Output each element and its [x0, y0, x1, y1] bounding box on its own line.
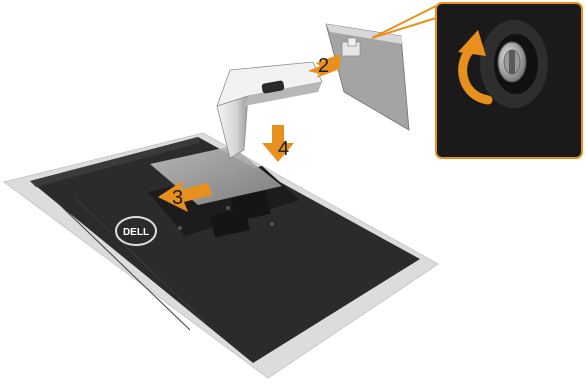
- screw-icon: [498, 42, 526, 82]
- step-3-label: 3: [172, 187, 183, 209]
- step-4-label: 4: [278, 138, 289, 160]
- screw-detail-callout: [436, 3, 582, 158]
- svg-text:DELL: DELL: [123, 227, 149, 238]
- stand-base-piece: [326, 24, 409, 130]
- step-2-label: 2: [318, 55, 329, 77]
